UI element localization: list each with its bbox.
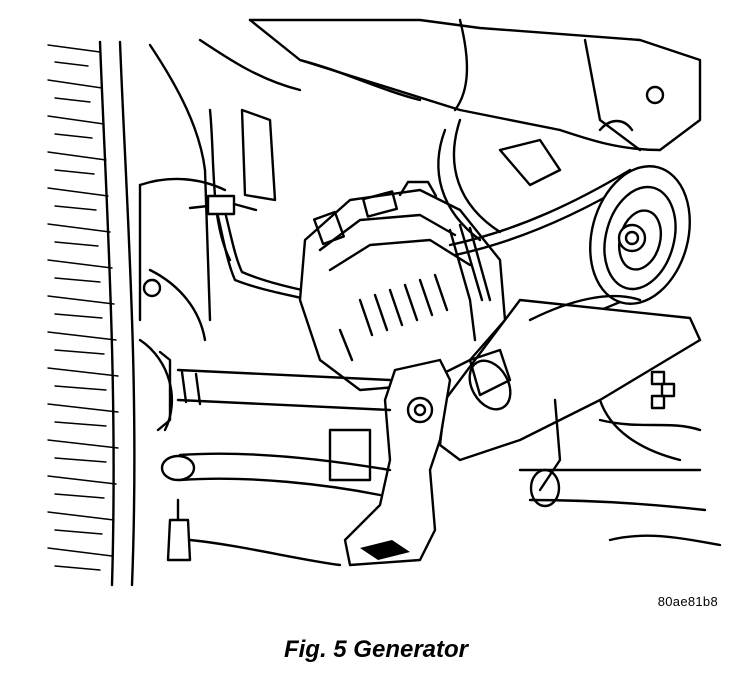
adjusting-bracket — [343, 358, 452, 567]
idler-pulley — [589, 165, 691, 305]
crankshaft-pulley — [437, 118, 562, 242]
starter-area — [138, 43, 277, 342]
pulley-bolt — [617, 223, 647, 253]
generator — [298, 180, 507, 392]
bracket-bolt — [406, 396, 434, 424]
generator-mounting-bracket — [438, 294, 702, 492]
tire-tread — [47, 44, 119, 571]
ball-joint — [160, 454, 196, 482]
figure-caption: Fig. 5 Generator — [283, 636, 469, 663]
engine-block — [198, 18, 702, 152]
half-shaft — [138, 338, 392, 432]
generator-cooling-fins — [338, 273, 449, 362]
lower-control-arm — [160, 428, 392, 567]
illustration-code: 80ae81b8 — [657, 594, 718, 609]
generator-illustration — [47, 18, 722, 587]
lower-right-components — [518, 418, 722, 547]
tire — [47, 40, 136, 587]
wiring-harness — [188, 194, 314, 302]
harness-connector — [206, 194, 236, 216]
